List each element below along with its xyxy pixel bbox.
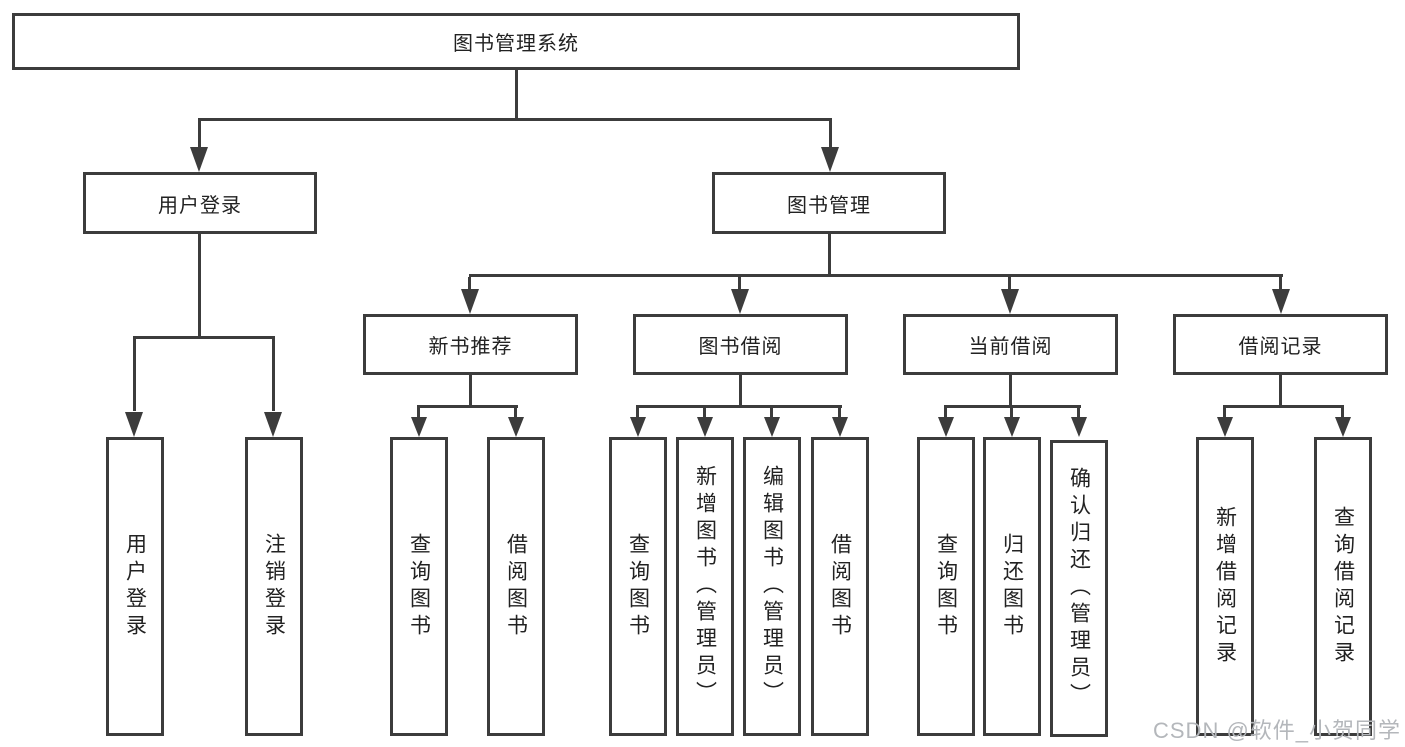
connector-userlogin-drop: [198, 234, 201, 339]
connector-groupB-rail: [636, 405, 842, 408]
arrow-down-icon: [461, 289, 479, 314]
leaf-query-books-borrow: 查询图书: [609, 437, 667, 736]
arrow-down-icon: [1004, 417, 1020, 437]
connector-groupA-stub-1: [417, 408, 420, 418]
connector-groupD-stub-1: [1223, 408, 1226, 418]
leaf-logout-label: 注销登录: [262, 532, 286, 641]
arrow-down-icon: [1217, 417, 1233, 437]
leaf-return-book: 归还图书: [983, 437, 1041, 736]
connector-groupD-stub-2: [1341, 408, 1344, 418]
leaf-query-books-borrow-label: 查询图书: [626, 532, 650, 641]
leaf-query-borrow-record: 查询借阅记录: [1314, 437, 1372, 736]
arrow-down-icon: [832, 417, 848, 437]
connector-bookmgmt-drop: [828, 234, 831, 277]
node-user-login: 用户登录: [83, 172, 317, 234]
connector-groupA-stub-2: [514, 408, 517, 418]
node-borrow-records-label: 借阅记录: [1238, 336, 1323, 358]
arrow-down-icon: [190, 147, 208, 172]
node-new-book-recommend: 新书推荐: [363, 314, 578, 375]
leaf-query-borrow-record-label: 查询借阅记录: [1331, 505, 1355, 668]
node-book-borrow: 图书借阅: [633, 314, 848, 375]
leaf-add-book-admin: 新增图书（管理员）: [676, 437, 734, 736]
connector-groupB-stub-3: [770, 408, 773, 418]
leaf-edit-book-admin-label: 编辑图书（管理员）: [760, 465, 784, 708]
connector-userlogin-stub-2: [272, 339, 275, 411]
connector-groupC-stub-2: [1010, 408, 1013, 418]
connector-groupD-rail: [1223, 405, 1344, 408]
node-root-label: 图书管理系统: [453, 33, 579, 55]
leaf-confirm-return-admin: 确认归还（管理员）: [1050, 440, 1108, 737]
arrow-down-icon: [125, 412, 143, 437]
arrow-down-icon: [1335, 417, 1351, 437]
arrow-down-icon: [411, 417, 427, 437]
connector-groupC-stub-3: [1077, 408, 1080, 418]
connector-userlogin-rail: [133, 336, 275, 339]
leaf-user-login: 用户登录: [106, 437, 164, 736]
connector-bookmgmt-stub-3: [1008, 277, 1011, 291]
connector-bookmgmt-stub-2: [738, 277, 741, 291]
connector-groupC-drop: [1009, 375, 1012, 407]
leaf-user-login-label: 用户登录: [123, 532, 147, 641]
node-book-management: 图书管理: [712, 172, 946, 234]
connector-root-drop: [515, 70, 518, 118]
csdn-watermark: CSDN @软件_小贺同学: [1153, 718, 1402, 743]
leaf-confirm-return-admin-label: 确认归还（管理员）: [1067, 467, 1091, 710]
arrow-down-icon: [264, 412, 282, 437]
leaf-query-books-current-label: 查询图书: [934, 532, 958, 641]
node-book-borrow-label: 图书借阅: [698, 336, 783, 358]
node-current-borrow-label: 当前借阅: [968, 336, 1053, 358]
leaf-logout: 注销登录: [245, 437, 303, 736]
arrow-down-icon: [508, 417, 524, 437]
leaf-query-books-current: 查询图书: [917, 437, 975, 736]
connector-bookmgmt-stub-4: [1279, 277, 1282, 291]
connector-groupA-drop: [469, 375, 472, 407]
arrow-down-icon: [938, 417, 954, 437]
connector-groupB-stub-2: [703, 408, 706, 418]
connector-bookmgmt-stub-1: [468, 277, 471, 291]
node-book-management-label: 图书管理: [787, 194, 871, 217]
arrow-down-icon: [821, 147, 839, 172]
connector-groupC-rail: [944, 405, 1081, 408]
connector-groupB-drop: [739, 375, 742, 407]
leaf-borrow-books-recommend: 借阅图书: [487, 437, 545, 736]
node-current-borrow: 当前借阅: [903, 314, 1118, 375]
leaf-query-books-recommend: 查询图书: [390, 437, 448, 736]
arrow-down-icon: [764, 417, 780, 437]
arrow-down-icon: [1001, 289, 1019, 314]
leaf-query-books-recommend-label: 查询图书: [407, 532, 431, 641]
node-root: 图书管理系统: [12, 13, 1020, 70]
leaf-add-borrow-record: 新增借阅记录: [1196, 437, 1254, 736]
connector-root-stub-right: [829, 121, 832, 147]
leaf-add-borrow-record-label: 新增借阅记录: [1213, 505, 1237, 668]
leaf-return-book-label: 归还图书: [1000, 532, 1024, 641]
node-borrow-records: 借阅记录: [1173, 314, 1388, 375]
connector-groupD-drop: [1279, 375, 1282, 407]
connector-groupC-stub-1: [944, 408, 947, 418]
node-new-book-recommend-label: 新书推荐: [428, 336, 513, 358]
arrow-down-icon: [630, 417, 646, 437]
arrow-down-icon: [697, 417, 713, 437]
connector-root-stub-left: [198, 121, 201, 147]
leaf-edit-book-admin: 编辑图书（管理员）: [743, 437, 801, 736]
connector-groupB-stub-1: [636, 408, 639, 418]
leaf-add-book-admin-label: 新增图书（管理员）: [693, 465, 717, 708]
arrow-down-icon: [1071, 417, 1087, 437]
connector-bookmgmt-rail: [469, 274, 1283, 277]
leaf-borrow-books: 借阅图书: [811, 437, 869, 736]
connector-groupA-rail: [417, 405, 518, 408]
connector-groupB-stub-4: [838, 408, 841, 418]
node-user-login-label: 用户登录: [158, 194, 242, 217]
leaf-borrow-books-recommend-label: 借阅图书: [504, 532, 528, 641]
arrow-down-icon: [1272, 289, 1290, 314]
connector-userlogin-stub-1: [133, 339, 136, 411]
connector-root-rail: [198, 118, 832, 121]
leaf-borrow-books-label: 借阅图书: [828, 532, 852, 641]
arrow-down-icon: [731, 289, 749, 314]
